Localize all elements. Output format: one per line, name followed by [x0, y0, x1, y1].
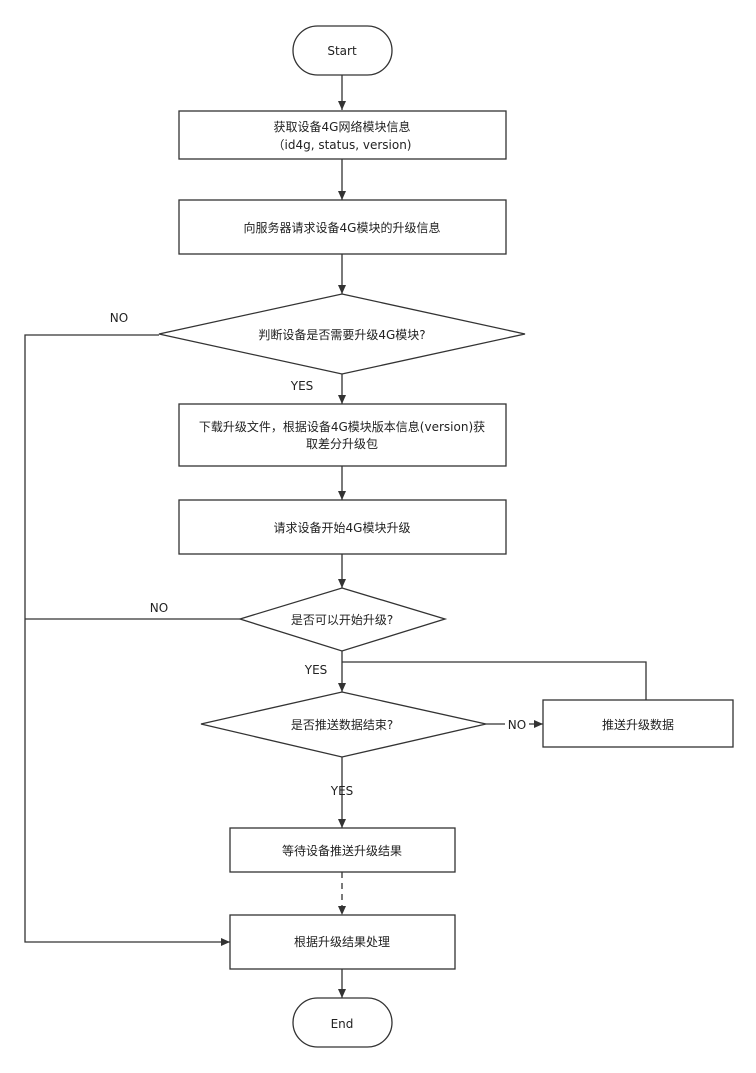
get-info-label-line1: 获取设备4G网络模块信息 [274, 119, 411, 134]
need-upgrade-decision [158, 293, 526, 375]
get-info-process [178, 110, 507, 160]
push-done-yes-label: YES [330, 784, 354, 798]
push-done-no-label: NO [508, 718, 526, 732]
edge-need-no [24, 334, 230, 946]
get-info-label-line2: （id4g, status, version) [273, 138, 412, 152]
can-start-decision [237, 587, 448, 652]
start-label: Start [327, 44, 357, 58]
handle-result-label: 根据升级结果处理 [294, 935, 390, 949]
push-done-label: 是否推送数据结束? [291, 717, 393, 732]
start-terminator [292, 25, 393, 76]
can-start-yes-label: YES [304, 663, 328, 677]
push-done-decision [200, 691, 487, 758]
connectors [24, 75, 647, 998]
need-upgrade-label: 判断设备是否需要升级4G模块? [258, 327, 425, 342]
push-no-label-bg [505, 716, 529, 732]
push-data-process [542, 699, 734, 748]
request-start-label: 请求设备开始4G模块升级 [274, 521, 411, 535]
can-start-label: 是否可以开始升级? [291, 613, 393, 627]
download-label-line1: 下载升级文件，根据设备4G模块版本信息(version)获 [199, 419, 485, 434]
end-terminator [292, 997, 393, 1048]
download-process [178, 403, 507, 467]
edge-pushdata-loop-back [342, 661, 647, 700]
download-label-line2: 取差分升级包 [306, 437, 378, 451]
request-upgrade-info-label: 向服务器请求设备4G模块的升级信息 [244, 220, 441, 235]
push-data-label: 推送升级数据 [602, 717, 674, 732]
can-start-no-label: NO [150, 601, 168, 615]
need-upgrade-no-label: NO [110, 311, 128, 325]
end-label: End [331, 1017, 354, 1031]
wait-result-label: 等待设备推送升级结果 [282, 843, 402, 858]
wait-result-process [229, 827, 456, 873]
need-upgrade-yes-label: YES [290, 379, 314, 393]
handle-result-process [229, 914, 456, 970]
request-upgrade-info-process [178, 199, 507, 255]
request-start-process [178, 499, 507, 555]
